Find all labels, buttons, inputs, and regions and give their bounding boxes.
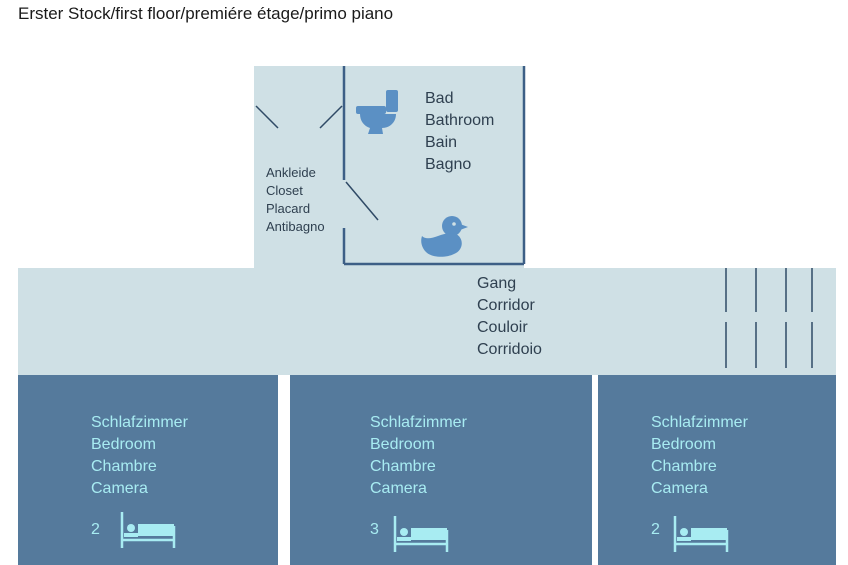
corridor-room (18, 268, 836, 375)
stairs (725, 268, 813, 368)
bathroom-door-swing (345, 181, 379, 221)
corridor-label: Gang Corridor Couloir Corridoio (477, 275, 542, 358)
bedroom-3-bed-count: 2 (651, 521, 660, 538)
bedroom-2-label: Schlafzimmer Bedroom Chambre Camera (370, 414, 467, 497)
toilet-icon (356, 90, 398, 134)
bedroom-2-bed-count: 3 (370, 521, 379, 538)
door-swing-right (319, 105, 343, 129)
bed-icon (393, 516, 449, 552)
door-swing-left (255, 105, 279, 129)
bedroom-1-bed-count: 2 (91, 521, 100, 538)
bedroom-3-label: Schlafzimmer Bedroom Chambre Camera (651, 414, 748, 497)
page-title: Erster Stock/first floor/premiére étage/… (18, 4, 394, 23)
bedroom-1-label: Schlafzimmer Bedroom Chambre Camera (91, 414, 188, 497)
closet-label: Ankleide Closet Placard Antibagno (266, 165, 325, 234)
bed-icon (120, 512, 176, 548)
bathroom-label: Bad Bathroom Bain Bagno (425, 90, 495, 173)
rubber-duck-icon (421, 216, 468, 257)
bed-icon (673, 516, 729, 552)
